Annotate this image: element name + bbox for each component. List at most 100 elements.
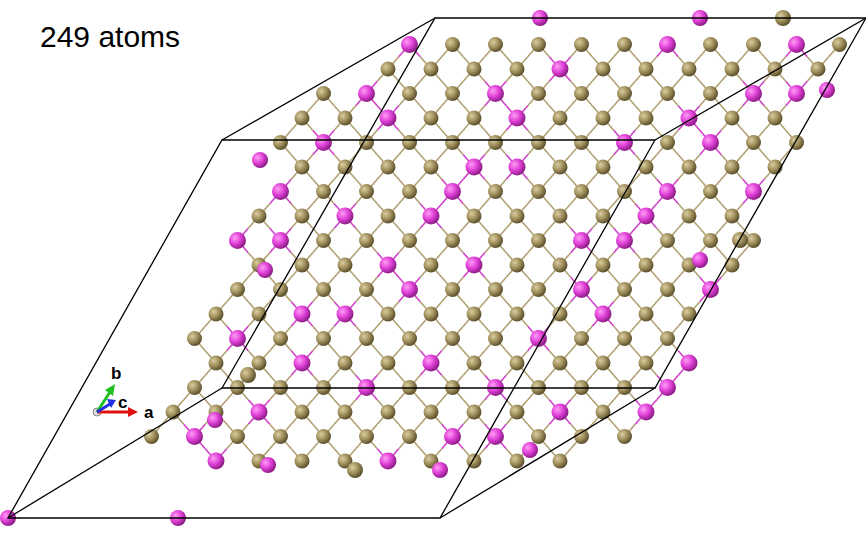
atom (596, 356, 611, 371)
axis-label: b (111, 365, 121, 382)
atom (445, 135, 460, 150)
axis-label: c (118, 394, 127, 411)
atom (402, 331, 417, 346)
atom (272, 183, 289, 200)
atom (510, 209, 525, 224)
atom (294, 306, 311, 323)
atom (746, 233, 761, 248)
atom (660, 282, 675, 297)
atom (273, 331, 288, 346)
atom (295, 209, 310, 224)
bond-lines (152, 45, 840, 462)
atom (788, 85, 805, 102)
atom (359, 184, 374, 199)
atom (381, 356, 396, 371)
atom (380, 453, 397, 470)
atom (209, 356, 224, 371)
atom (692, 252, 708, 268)
atom (659, 36, 676, 53)
atom (745, 183, 762, 200)
atom (488, 331, 503, 346)
atom (424, 111, 439, 126)
atom (531, 184, 546, 199)
atom (617, 37, 632, 52)
atom (316, 233, 331, 248)
atom (316, 184, 331, 199)
atom (316, 282, 331, 297)
atom (725, 209, 740, 224)
atom (552, 404, 569, 421)
atom (381, 405, 396, 420)
atom (745, 85, 762, 102)
atom (660, 86, 675, 101)
atom (424, 62, 439, 77)
atom (509, 159, 526, 176)
atom (402, 86, 417, 101)
atom (531, 86, 546, 101)
atom (402, 429, 417, 444)
atom (338, 405, 353, 420)
atom (573, 232, 590, 249)
atom (337, 208, 354, 225)
atom (574, 184, 589, 199)
atom (746, 37, 761, 52)
atom (316, 86, 331, 101)
atom (208, 453, 225, 470)
atom (273, 135, 288, 150)
atom (788, 36, 805, 53)
atom (639, 258, 654, 273)
atom (639, 160, 654, 175)
atom (574, 86, 589, 101)
atom (260, 457, 276, 473)
atom (423, 355, 440, 372)
atom (295, 160, 310, 175)
atom (639, 307, 654, 322)
atom (617, 282, 632, 297)
atom (230, 282, 245, 297)
atom (531, 282, 546, 297)
atom (467, 209, 482, 224)
atom (703, 37, 718, 52)
atom (467, 62, 482, 77)
atom (381, 307, 396, 322)
atom (596, 258, 611, 273)
atom (295, 111, 310, 126)
atom (553, 209, 568, 224)
atom (509, 110, 526, 127)
atom (273, 429, 288, 444)
atom (252, 209, 267, 224)
atom (240, 367, 256, 383)
atom (402, 184, 417, 199)
atom (703, 233, 718, 248)
atom (702, 134, 719, 151)
atom (639, 62, 654, 77)
axis-indicator (93, 384, 138, 417)
atom (445, 86, 460, 101)
atom (316, 429, 331, 444)
atom (596, 405, 611, 420)
atom (682, 209, 697, 224)
atom (257, 262, 273, 278)
atom (272, 232, 289, 249)
atom (401, 281, 418, 298)
atom (359, 233, 374, 248)
atom (488, 135, 503, 150)
atom (381, 62, 396, 77)
atom (380, 257, 397, 274)
atom (574, 429, 589, 444)
atom (510, 405, 525, 420)
atom (703, 86, 718, 101)
atom (315, 134, 332, 151)
atom (553, 160, 568, 175)
atom (467, 356, 482, 371)
atom (402, 135, 417, 150)
atom (186, 428, 203, 445)
atom (445, 37, 460, 52)
atom (488, 37, 503, 52)
atom (467, 111, 482, 126)
atom (338, 258, 353, 273)
atom (617, 86, 632, 101)
atom (660, 233, 675, 248)
atom (768, 111, 783, 126)
atom (510, 62, 525, 77)
